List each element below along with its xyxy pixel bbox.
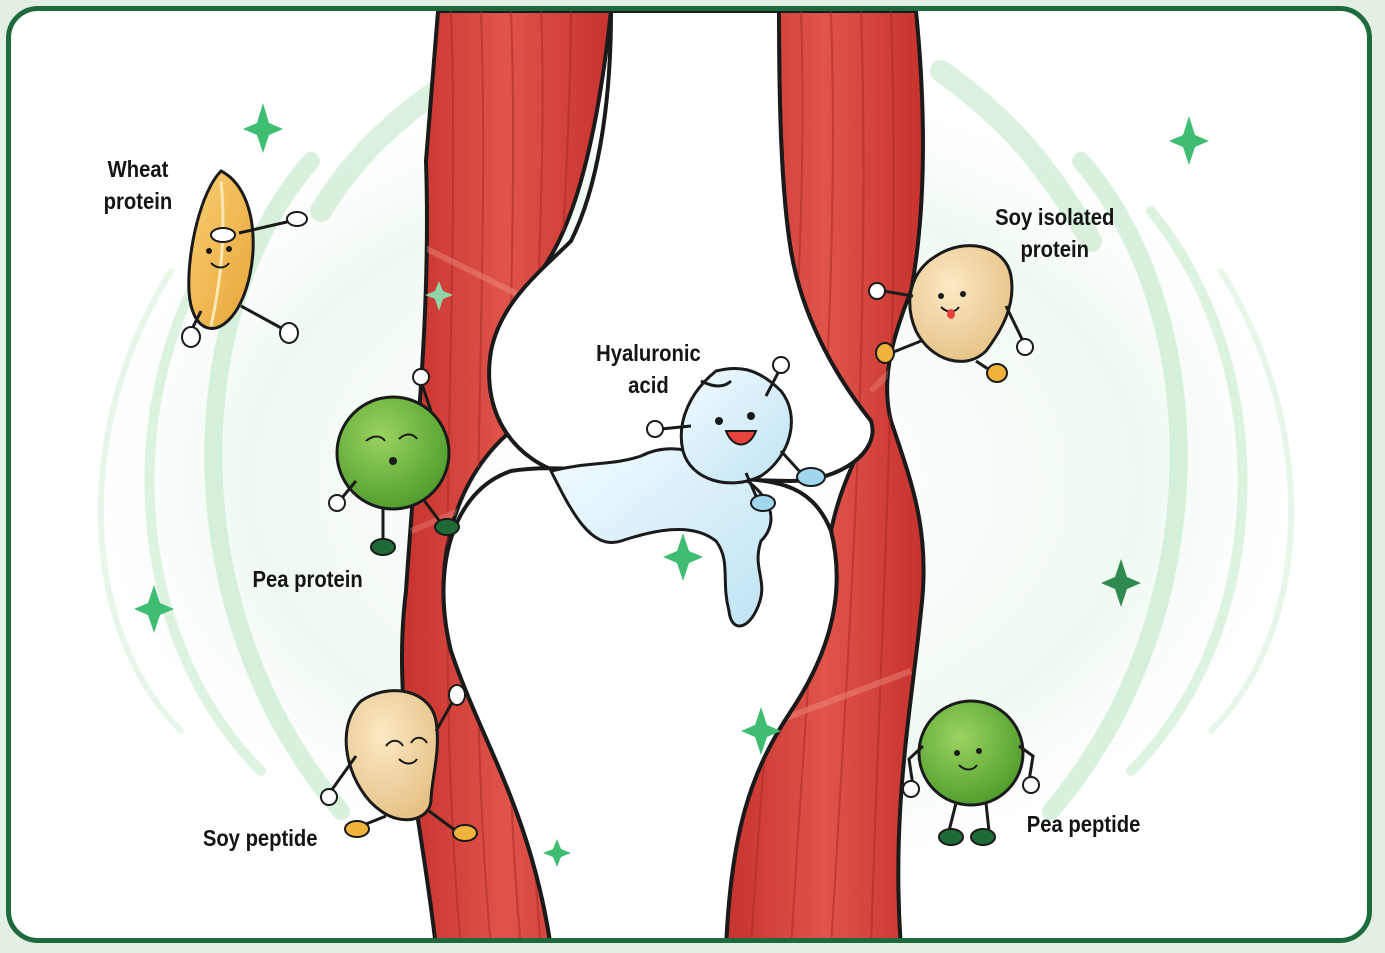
sparkle-icon [1169, 116, 1209, 165]
pea-peptide-label: Pea peptide [1027, 808, 1141, 840]
wheat-protein-label-line-1: Wheat [104, 153, 173, 185]
soy-isolated-protein-label: Soy isolated protein [995, 201, 1114, 265]
pea-protein-label: Pea protein [253, 563, 363, 595]
sparkle-icon [243, 103, 283, 153]
wheat-protein-label: Wheat protein [104, 153, 173, 217]
hyaluronic-acid-label-line-1: Hyaluronic [596, 337, 701, 369]
soy-isolated-protein-label-line-2: protein [995, 233, 1114, 265]
soy-isolated-protein-label-line-1: Soy isolated [995, 201, 1114, 233]
joint-scene [11, 11, 1372, 943]
illustration-frame: Wheat protein Pea protein Soy peptide Hy… [6, 6, 1372, 943]
wheat-protein-label-line-2: protein [104, 185, 173, 217]
hyaluronic-acid-label: Hyaluronic acid [596, 337, 701, 401]
hyaluronic-acid-label-line-2: acid [596, 369, 701, 401]
soy-peptide-label: Soy peptide [203, 822, 318, 854]
